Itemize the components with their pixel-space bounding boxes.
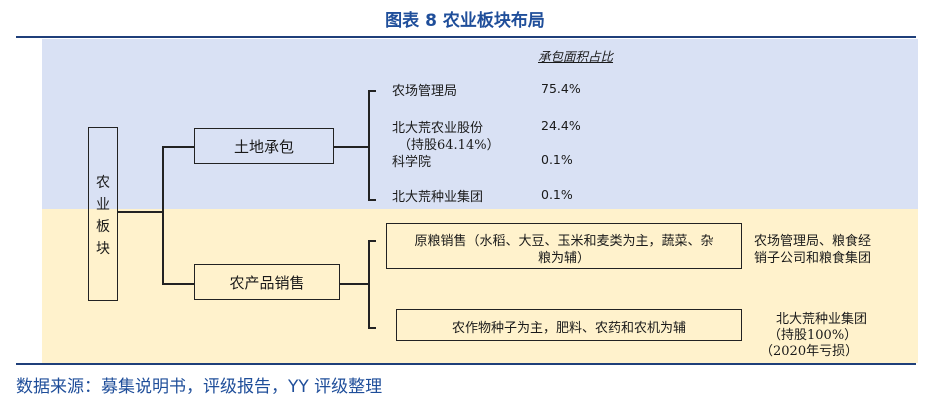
bracket-to-sales	[162, 283, 194, 285]
grain-sales-entity-line1: 农场管理局、粮食经	[754, 234, 872, 249]
land-bracket-vertical	[368, 90, 370, 200]
land-bracket-bottom	[368, 199, 376, 201]
land-contract-box	[194, 128, 334, 164]
seed-sales-entity-line3: （2020年亏损）	[760, 344, 859, 359]
agriculture-segment-label: 农 业 板 块	[88, 172, 118, 260]
land-bracket-top	[368, 90, 376, 92]
top-rule	[16, 36, 916, 38]
land-section-background	[42, 39, 918, 209]
segment-char-1: 农	[96, 175, 110, 191]
left-bracket-vertical	[162, 146, 164, 284]
sales-bracket-top	[368, 240, 376, 242]
grain-sales-box	[386, 223, 742, 269]
bottom-rule	[16, 363, 916, 365]
land-entity-1-name: 农场管理局	[392, 84, 458, 99]
sales-connector	[340, 283, 368, 285]
grain-sales-entity-line2: 销子公司和粮食集团	[754, 251, 872, 266]
land-entity-3-name: 科学院	[392, 155, 432, 170]
seed-sales-entity-line1: 北大荒种业集团	[776, 312, 868, 327]
segment-char-4: 块	[96, 241, 110, 257]
segment-char-3: 板	[96, 219, 110, 235]
land-entity-4-name: 北大荒种业集团	[392, 190, 484, 205]
product-sales-label: 农产品销售	[229, 274, 305, 292]
land-entity-1-share: 75.4%	[541, 81, 581, 96]
grain-sales-desc-line2: 粮为辅）	[537, 251, 590, 266]
agriculture-segment-box	[88, 127, 118, 301]
sales-bracket-bottom	[368, 327, 376, 329]
share-column-header: 承包面积占比	[538, 49, 614, 64]
land-entity-3-share: 0.1%	[541, 152, 573, 167]
root-connector	[118, 211, 162, 213]
seed-sales-box	[396, 309, 742, 341]
sales-bracket-vertical	[368, 240, 370, 328]
land-entity-4-share: 0.1%	[541, 187, 573, 202]
bracket-to-land	[162, 146, 194, 148]
figure-title: 图表 8 农业板块布局	[385, 11, 545, 31]
land-entity-2-name: 北大荒农业股份	[392, 121, 484, 136]
land-connector	[334, 146, 368, 148]
land-entity-2-sub: （持股64.14%）	[398, 138, 500, 153]
segment-char-2: 业	[96, 197, 110, 213]
land-entity-2-share: 24.4%	[541, 118, 581, 133]
seed-sales-entity-line2: （持股100%）	[768, 328, 858, 343]
seed-sales-desc: 农作物种子为主，肥料、农药和农机为辅	[451, 321, 686, 336]
land-contract-label: 土地承包	[233, 138, 294, 156]
product-sales-box	[194, 264, 340, 300]
grain-sales-desc-line1: 原粮销售（水稻、大豆、玉米和麦类为主，蔬菜、杂	[414, 234, 714, 249]
data-source-note: 数据来源：募集说明书，评级报告，YY 评级整理	[16, 377, 383, 397]
sales-section-background	[42, 209, 918, 363]
